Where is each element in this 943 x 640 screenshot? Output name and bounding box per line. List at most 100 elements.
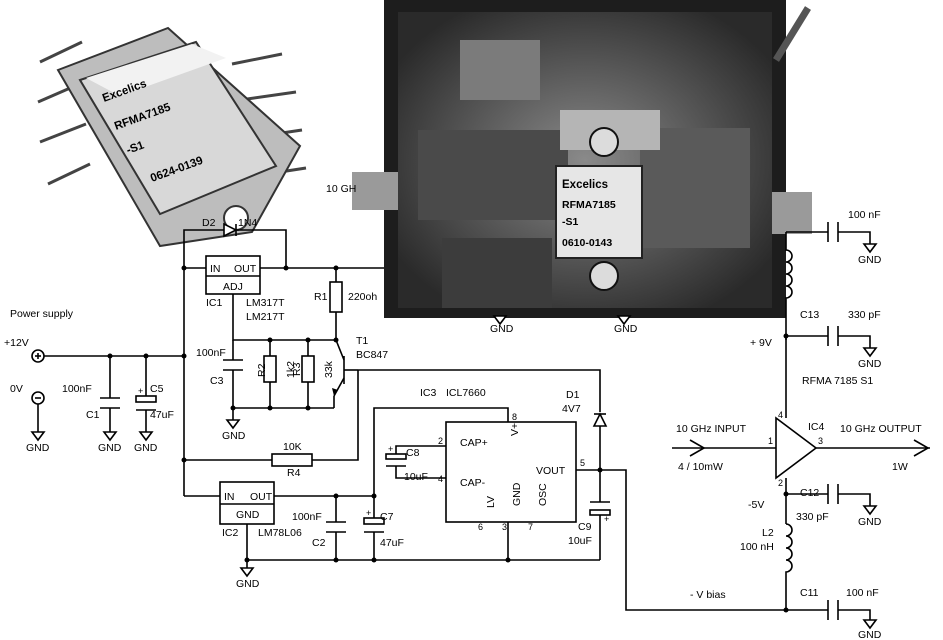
t1-transistor	[332, 339, 358, 397]
c13-value: 330 pF	[848, 309, 881, 321]
l1-inductor	[785, 232, 793, 340]
c7-value: 47uF	[380, 537, 404, 549]
ic2-type: LM78L06	[258, 527, 302, 539]
zero-v-terminal	[31, 391, 45, 405]
gnd-label-ic2: GND	[236, 578, 260, 590]
r1-resistor	[329, 281, 343, 313]
c8-label: C8	[406, 447, 420, 459]
plus12v-label: +12V	[4, 337, 29, 349]
board-chip-suffix: -S1	[562, 216, 579, 228]
gnd-symbol-0v	[30, 431, 46, 442]
rfma-label: RFMA 7185 S1	[802, 375, 873, 387]
ic1-out-label: OUT	[234, 263, 257, 275]
ic2-out-label: OUT	[250, 491, 273, 503]
ic3-pin5: 5	[580, 458, 585, 468]
c2-value: 100nF	[292, 511, 322, 523]
ic3-body	[445, 421, 577, 523]
ic3-vplus: V+	[509, 423, 521, 436]
r3-value: 33k	[323, 360, 335, 378]
d1-value: 4V7	[562, 403, 581, 415]
r3-resistor	[301, 355, 315, 383]
c8-value: 10uF	[404, 471, 428, 483]
c12-label: C12	[800, 487, 819, 499]
board-chip-code: 0610-0143	[562, 237, 612, 249]
r4-value: 10K	[283, 441, 302, 453]
c3-label: C3	[210, 375, 224, 387]
svg-text:+: +	[388, 444, 393, 454]
ic4-pin4: 4	[778, 410, 783, 420]
ic3-osc: OSC	[537, 483, 549, 506]
l2-value: 100 nH	[740, 541, 774, 553]
rf-output-power: 1W	[892, 461, 908, 473]
ic1-label: IC1	[206, 297, 223, 309]
ic3-vout: VOUT	[536, 465, 566, 477]
ic3-pin7: 7	[528, 522, 533, 532]
r3-label: R3	[291, 362, 303, 376]
l2-inductor	[785, 523, 793, 610]
gnd-label-c13: GND	[858, 358, 882, 370]
ic4-label: IC4	[808, 421, 825, 433]
ic3-type: ICL7660	[446, 387, 486, 399]
ic4-pin2: 2	[778, 478, 783, 488]
ic3-lv: LV	[485, 496, 497, 508]
svg-text:+: +	[366, 508, 371, 518]
ic3-cap-minus: CAP-	[460, 477, 486, 489]
ic3-gnd: GND	[511, 482, 523, 506]
ic3-pin3: 3	[502, 522, 507, 532]
r2-resistor	[263, 355, 277, 383]
d1-label: D1	[566, 389, 580, 401]
gnd-label-c1: GND	[98, 442, 122, 454]
r2-label: R2	[256, 363, 268, 377]
gnd-label-board-2: GND	[614, 323, 638, 335]
ic3-cap-plus: CAP+	[460, 437, 488, 449]
c5-value: 47uF	[150, 409, 174, 421]
ic2-label: IC2	[222, 527, 239, 539]
board-photo: Excelics RFMA7185 -S1 0610-0143	[352, 0, 812, 318]
rf-output-label: 10 GHz OUTPUT	[840, 423, 922, 435]
ic2-gnd-label: GND	[236, 509, 260, 521]
plus9v-label: + 9V	[750, 337, 772, 349]
ic3-pin2: 2	[438, 436, 443, 446]
rf-input-label: 10 GHz INPUT	[676, 423, 747, 435]
gnd-label-ic1: GND	[222, 430, 246, 442]
t1-type: BC847	[356, 349, 388, 361]
v-bias-label: - V bias	[690, 589, 726, 601]
zero-v-label: 0V	[10, 383, 23, 395]
r2-value: 1k2	[285, 361, 297, 378]
c11-value: 100 nF	[846, 587, 879, 599]
minus5v-label: -5V	[748, 499, 764, 511]
gnd-label-c5: GND	[134, 442, 158, 454]
c12-value: 330 pF	[796, 511, 829, 523]
chip-suffix: -S1	[125, 139, 146, 157]
gnd-label-board-1: GND	[490, 323, 514, 335]
ic3-pin8: 8	[512, 412, 517, 422]
c7-label: C7	[380, 511, 394, 523]
svg-text:+: +	[138, 386, 143, 396]
d1-zener	[592, 412, 608, 427]
ic1-in-label: IN	[210, 263, 221, 275]
ic4-pin1: 1	[768, 436, 773, 446]
plus12v-terminal	[31, 349, 45, 363]
d2-type: 1N4	[238, 217, 257, 229]
gnd-label-0v: GND	[26, 442, 50, 454]
c-top-value: 100 nF	[848, 209, 881, 221]
ic2-body	[219, 481, 275, 525]
rf-edge-label: 10 GH	[326, 183, 356, 195]
l2-label: L2	[762, 527, 774, 539]
ic2-in-label: IN	[224, 491, 235, 503]
svg-text:+: +	[604, 514, 609, 524]
c1-label: C1	[86, 409, 100, 421]
ic1-type1: LM317T	[246, 297, 285, 309]
gnd-label-c11: GND	[858, 629, 882, 640]
c9-label: C9	[578, 521, 592, 533]
ic1-type2: LM217T	[246, 311, 285, 323]
board-chip-brand: Excelics	[562, 179, 608, 191]
ic3-pin4: 4	[438, 474, 443, 484]
c3-value: 100nF	[196, 347, 226, 359]
ic1-adj-label: ADJ	[223, 281, 243, 293]
r4-resistor	[271, 453, 313, 467]
c13-label: C13	[800, 309, 819, 321]
c5-label: C5	[150, 383, 164, 395]
board-chip-part: RFMA7185	[562, 199, 616, 211]
